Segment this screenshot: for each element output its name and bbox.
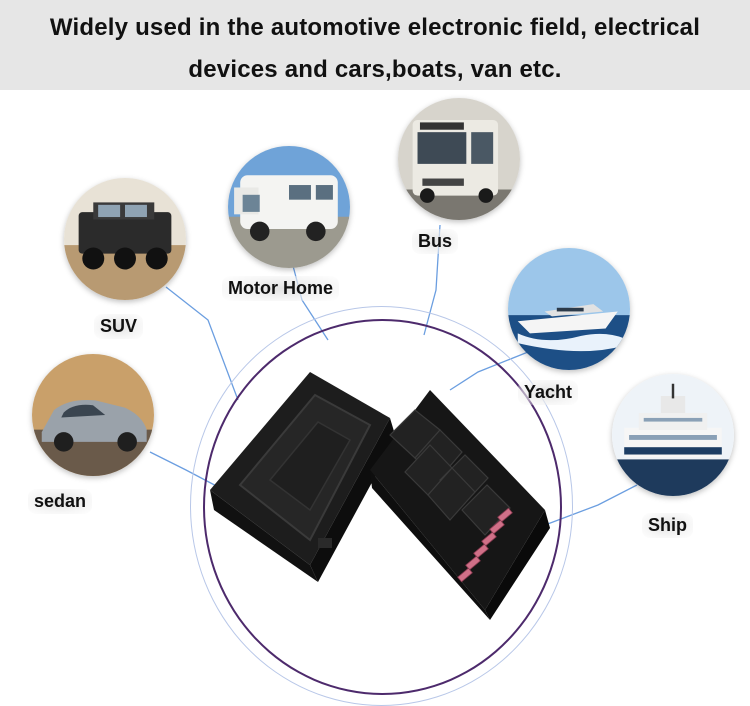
sedan-icon — [32, 354, 154, 476]
motor-home-icon — [228, 146, 350, 268]
label-ship: Ship — [642, 513, 693, 538]
fuse-relay-box-image — [210, 372, 550, 620]
ship-photo — [612, 374, 734, 496]
yacht-icon — [508, 248, 630, 370]
bus-photo — [398, 98, 520, 220]
label-sedan: sedan — [28, 489, 93, 514]
motor-home-photo — [228, 146, 350, 268]
label-motor-home: Motor Home — [222, 276, 339, 301]
header-banner: Widely used in the automotive electronic… — [0, 0, 750, 90]
banner-title-line2: devices and cars,boats, van etc. — [188, 56, 562, 83]
ship-icon — [612, 374, 734, 496]
sedan-photo — [32, 354, 154, 476]
yacht-photo — [508, 248, 630, 370]
connector-suv — [165, 286, 239, 401]
banner-title-line1: Widely used in the automotive electronic… — [49, 14, 701, 41]
product-ring — [203, 319, 562, 695]
suv-icon — [64, 178, 186, 300]
label-yacht: Yacht — [518, 380, 579, 405]
label-suv: SUV — [94, 314, 144, 339]
suv-photo — [64, 178, 186, 300]
label-bus: Bus — [412, 229, 459, 254]
bus-icon — [398, 98, 520, 220]
